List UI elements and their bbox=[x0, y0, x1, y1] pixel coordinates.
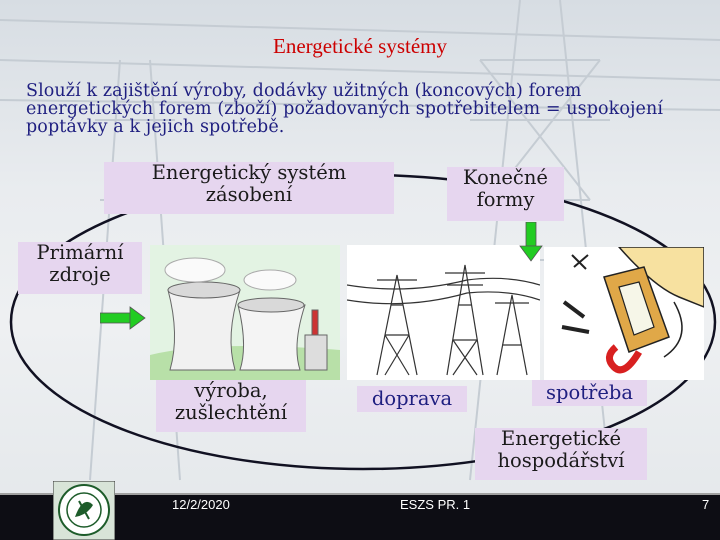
footer-divider bbox=[0, 493, 720, 495]
production-line2: zušlechtění bbox=[174, 401, 288, 424]
intro-paragraph: Slouží k zajištění výroby, dodávky užitn… bbox=[26, 81, 664, 137]
supply-system-line1: Energetický systém bbox=[151, 161, 347, 184]
cooling-towers-icon bbox=[150, 245, 340, 380]
energy-economy-label: Energetické hospodářství bbox=[475, 428, 647, 480]
footer-center: ESZS PR. 1 bbox=[400, 497, 471, 512]
production-label: výroba, zušlechtění bbox=[156, 380, 306, 432]
production-line1: výroba, bbox=[194, 379, 268, 402]
energy-economy-line2: hospodářství bbox=[497, 449, 625, 472]
primary-sources-line2: zdroje bbox=[49, 263, 111, 286]
consumption-label: spotřeba bbox=[532, 380, 647, 406]
slide-title: Energetické systémy bbox=[273, 34, 447, 58]
page-number: 7 bbox=[702, 497, 710, 512]
energy-economy-line1: Energetické bbox=[500, 427, 622, 450]
transport-label: doprava bbox=[357, 386, 467, 412]
final-forms-line2: formy bbox=[476, 188, 535, 211]
power-pylons-icon bbox=[346, 245, 541, 380]
power-plant-panel bbox=[150, 245, 340, 380]
primary-sources-label: Primární zdroje bbox=[18, 242, 142, 294]
footer-bar bbox=[0, 495, 720, 540]
consumption-panel bbox=[544, 246, 705, 380]
final-forms-line1: Konečné bbox=[463, 166, 548, 189]
final-forms-label: Konečné formy bbox=[447, 167, 564, 221]
primary-sources-line1: Primární bbox=[36, 241, 124, 264]
electric-plug-icon bbox=[544, 246, 705, 380]
footer-date: 12/2/2020 bbox=[172, 497, 230, 512]
output-arrow-icon bbox=[519, 222, 543, 262]
supply-system-line2: zásobení bbox=[205, 183, 293, 206]
faculty-logo-icon bbox=[53, 481, 115, 540]
input-arrow-icon bbox=[100, 306, 146, 330]
transmission-panel bbox=[346, 245, 541, 380]
supply-system-label: Energetický systém zásobení bbox=[104, 162, 394, 214]
